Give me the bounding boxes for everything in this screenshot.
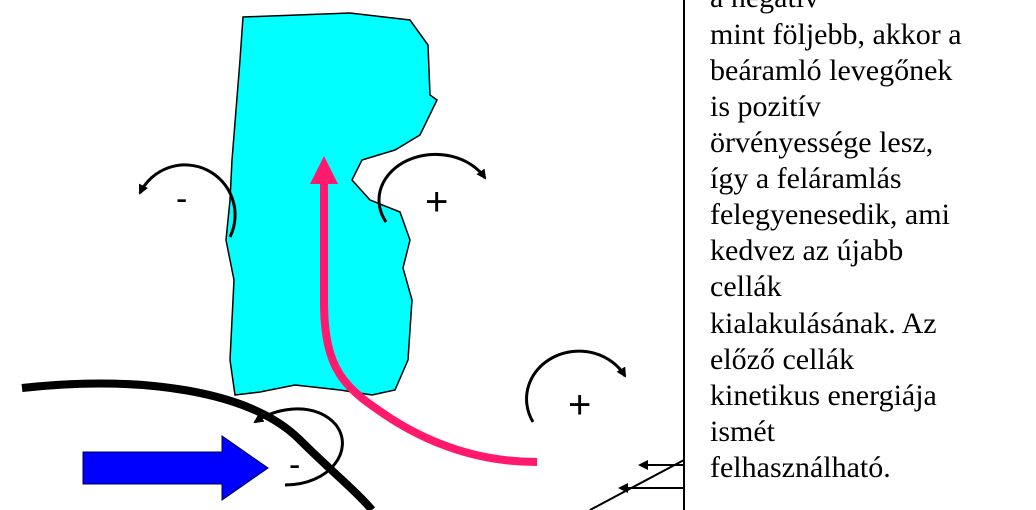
text-line: örvényessége lesz, (710, 126, 934, 159)
vortex-left-minus (138, 163, 237, 238)
sign-plus-upper: + (425, 180, 448, 224)
text-line: felegyenesedik, ami (710, 198, 950, 231)
text-line: így a feláramlás (710, 162, 902, 195)
text-line: cellák (710, 270, 782, 303)
text-line: is pozitív (710, 90, 821, 123)
text-line: a negatív (710, 0, 819, 13)
sign-minus-lower: - (289, 446, 300, 484)
text-line: előző cellák (710, 343, 855, 376)
vortex-lower-plus (525, 349, 627, 423)
updraft-arrow (320, 178, 538, 466)
text-line: beáramló levegőnek (710, 54, 953, 87)
sign-plus-lower: + (568, 383, 591, 427)
text-line: kedvez az újabb (710, 234, 904, 267)
text-line: ismét (710, 415, 775, 448)
flow-curve (21, 379, 376, 510)
vortex-lower-minus (253, 407, 344, 487)
text-line: kinetikus energiája (710, 379, 937, 412)
text-panel: a negatív mint följebb, akkor a beáramló… (710, 0, 1036, 510)
inflow-arrow (82, 435, 269, 501)
updraft-arrowhead (310, 156, 338, 184)
cloud-shape (225, 12, 438, 396)
slope-line (589, 459, 685, 510)
vortex-upper-plus (377, 152, 487, 223)
text-line: kialakulásának. Az (710, 307, 937, 340)
text-line: mint följebb, akkor a (710, 18, 962, 51)
sign-minus-left: - (176, 180, 187, 218)
text-line: felhasználható. (710, 451, 891, 484)
